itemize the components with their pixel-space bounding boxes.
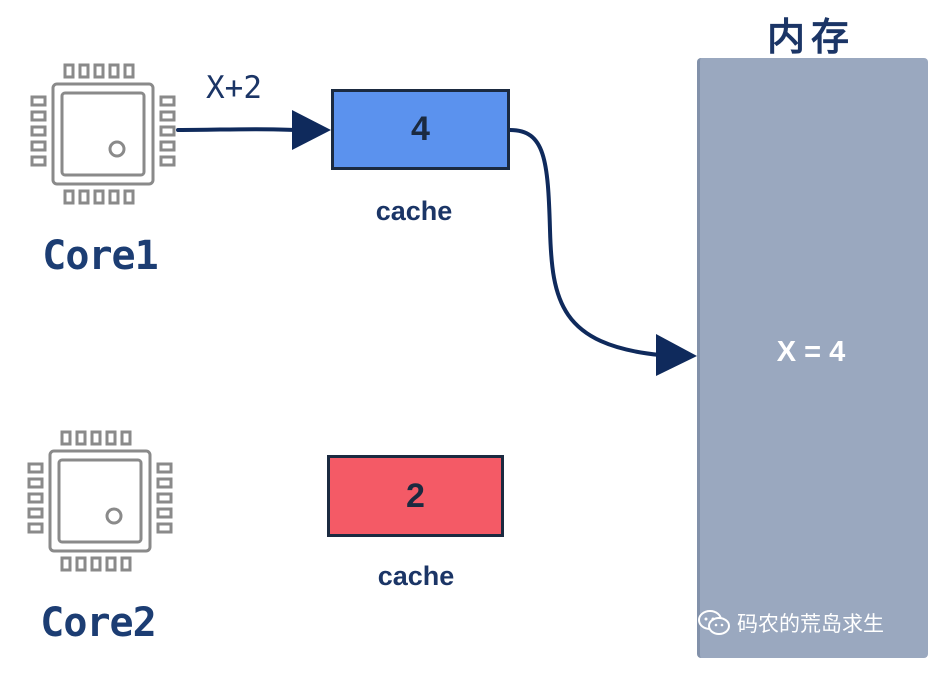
watermark: 码农的荒岛求生 (697, 608, 884, 638)
operation-label: X+2 (206, 70, 262, 106)
watermark-text: 码农的荒岛求生 (737, 612, 884, 636)
cache2-label: cache (377, 561, 455, 591)
cache2-value: 2 (406, 476, 425, 515)
cache1-box: 4 (331, 89, 510, 170)
memory-value: X = 4 (776, 336, 846, 368)
memory-block (697, 58, 928, 658)
cpu-chip-icon (27, 430, 173, 572)
core1-label: Core1 (42, 233, 158, 279)
cpu-chip-icon (30, 63, 176, 205)
wechat-icon (698, 610, 730, 635)
arrowhead-cache-to-memory (656, 334, 697, 376)
memory-title: 内存 (766, 14, 855, 59)
core2-label: Core2 (40, 600, 156, 646)
arrowhead-core1-to-cache (292, 110, 331, 150)
cache2-box: 2 (327, 455, 504, 537)
cache1-value: 4 (411, 110, 430, 148)
arrow-core1-to-cache (176, 127, 297, 132)
arrow-cache-to-memory (508, 128, 662, 357)
cache1-label: cache (375, 196, 453, 226)
